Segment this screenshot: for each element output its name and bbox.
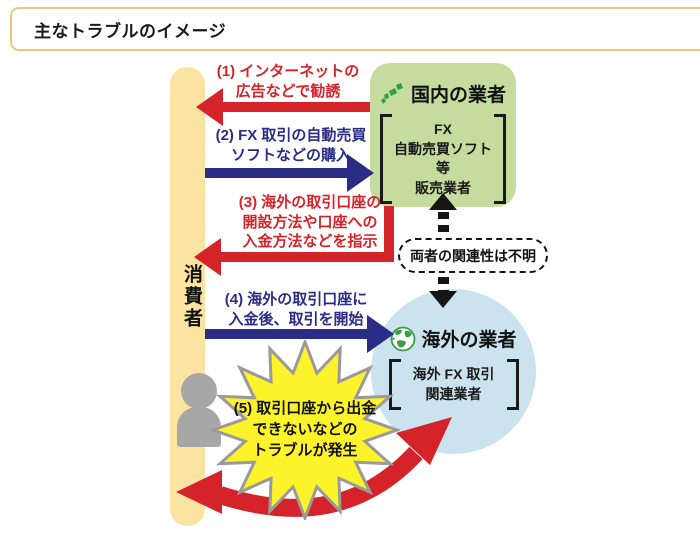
overseas-title: 海外の業者 xyxy=(421,330,517,351)
step2-label: (2) FX 取引の自動売買 ソフトなどの購入 xyxy=(208,126,374,165)
step2-arrowhead-right xyxy=(347,154,374,192)
domestic-bracket: FX 自動売買ソフト等 販売業者 xyxy=(380,114,506,205)
step3-arrow-shaft xyxy=(219,252,394,262)
relation-note-text: 両者の関連性は不明 xyxy=(410,247,536,264)
step4-line1: (4) 海外の取引口座に xyxy=(224,291,368,308)
step1-line1: (1) インターネットの xyxy=(216,63,360,80)
consumer-bar xyxy=(170,67,205,526)
step4-line2: 入金後、取引を開始 xyxy=(228,310,364,328)
bracket-right xyxy=(494,114,506,205)
relation-arrowhead-down xyxy=(429,291,457,308)
step4-label: (4) 海外の取引口座に 入金後、取引を開始 xyxy=(210,290,382,329)
consumer-label: 消費者 xyxy=(181,264,202,330)
bracket-left xyxy=(380,114,392,205)
person-icon-body xyxy=(177,407,221,447)
step2-arrow-shaft xyxy=(205,168,347,178)
step5-line3: トラブルが発生 xyxy=(252,442,358,459)
page-title: 主なトラブルのイメージ xyxy=(34,21,227,41)
step1-arrow-shaft xyxy=(222,102,370,112)
bracket-line: 海外 FX 取引 xyxy=(412,366,495,382)
domestic-title: 国内の業者 xyxy=(410,85,506,106)
step2-line1: (2) FX 取引の自動売買 xyxy=(215,127,367,144)
bracket-line: 関連業者 xyxy=(425,385,482,402)
person-icon xyxy=(181,373,217,409)
domestic-trader-box: 国内の業者 FX 自動売買ソフト等 販売業者 xyxy=(370,63,516,207)
step2-line2: ソフトなどの購入 xyxy=(230,146,351,164)
step3-line2: 開設方法や口座への xyxy=(242,213,378,231)
domestic-title-row: 国内の業者 xyxy=(370,80,516,107)
step5-line2: できないなどの xyxy=(252,421,358,438)
relation-arrowhead-up xyxy=(429,193,457,210)
overseas-bracket: 海外 FX 取引 関連業者 xyxy=(388,359,519,411)
trouble-starburst xyxy=(210,340,400,520)
step3-arrow-vertical xyxy=(384,206,394,257)
relation-note-oval: 両者の関連性は不明 xyxy=(398,238,548,273)
step3-line1: (3) 海外の取引口座の xyxy=(238,194,382,211)
overseas-trader-circle: 海外の業者 海外 FX 取引 関連業者 xyxy=(371,289,536,454)
step1-label: (1) インターネットの 広告などで勧誘 xyxy=(212,62,364,101)
title-frame: 主なトラブルのイメージ xyxy=(10,7,700,51)
bracket-left xyxy=(388,359,401,411)
japan-map-icon xyxy=(380,82,403,104)
trouble-arrowhead-right xyxy=(396,417,452,465)
bracket-line: 販売業者 xyxy=(415,179,471,196)
step3-arrowhead-left xyxy=(194,238,221,276)
trouble-curved-arrow xyxy=(176,417,452,517)
bracket-right xyxy=(506,359,519,411)
step3-line3: 入金方法などを指示 xyxy=(242,233,378,250)
trouble-arrowhead-left xyxy=(176,470,222,514)
step4-arrowhead-right xyxy=(367,315,394,353)
step3-label: (3) 海外の取引口座の 開設方法や口座への 入金方法などを指示 xyxy=(218,193,402,252)
step5-label: (5) 取引口座から出金 できないなどの トラブルが発生 xyxy=(225,398,385,461)
step4-arrow-shaft xyxy=(205,329,367,339)
step1-arrowhead-left xyxy=(196,88,223,126)
step1-line2: 広告などで勧誘 xyxy=(235,82,341,100)
overseas-title-row: 海外の業者 xyxy=(371,325,536,352)
domestic-bracket-text: FX 自動売買ソフト等 販売業者 xyxy=(392,114,494,204)
bracket-line: FX xyxy=(434,121,452,137)
globe-icon xyxy=(391,326,416,351)
step5-line1: (5) 取引口座から出金 xyxy=(233,400,377,417)
bracket-line: 自動売買ソフト等 xyxy=(394,140,492,177)
overseas-bracket-text: 海外 FX 取引 関連業者 xyxy=(401,359,507,410)
